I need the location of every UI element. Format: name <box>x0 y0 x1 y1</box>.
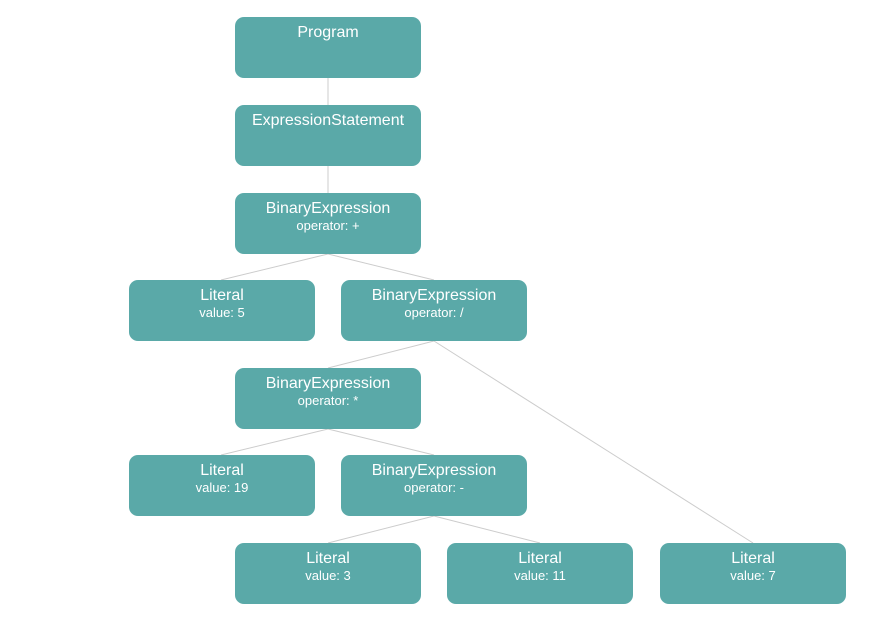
node-detail-label: value: 5 <box>199 305 245 320</box>
node-literal-7: Literal value: 7 <box>660 543 846 604</box>
node-literal-3: Literal value: 3 <box>235 543 421 604</box>
node-detail-label: operator: - <box>404 480 464 495</box>
node-program: Program <box>235 17 421 78</box>
node-type-label: ExpressionStatement <box>251 112 405 129</box>
node-literal-11: Literal value: 11 <box>447 543 633 604</box>
node-type-label: BinaryExpression <box>265 375 391 392</box>
node-binary-expression-multiply: BinaryExpression operator: * <box>235 368 421 429</box>
node-binary-expression-plus: BinaryExpression operator: + <box>235 193 421 254</box>
node-type-label: Literal <box>306 550 350 567</box>
edge-binminus-lit11 <box>433 515 541 544</box>
node-type-label: BinaryExpression <box>371 287 497 304</box>
node-detail-label: operator: / <box>404 305 464 320</box>
node-binary-expression-minus: BinaryExpression operator: - <box>341 455 527 516</box>
node-expression-statement: ExpressionStatement <box>235 105 421 166</box>
node-binary-expression-divide: BinaryExpression operator: / <box>341 280 527 341</box>
edge-bindiv-binmul <box>327 340 435 369</box>
edge-binplus-bindiv <box>327 253 435 281</box>
node-detail-label: operator: * <box>297 393 359 408</box>
node-detail-label: operator: + <box>296 218 360 233</box>
edge-bindiv-lit7 <box>433 340 754 544</box>
node-detail-label: value: 7 <box>730 568 776 583</box>
edge-binmul-binminus <box>327 428 435 456</box>
node-detail-label: value: 19 <box>195 480 249 495</box>
edge-binplus-lit5 <box>220 253 329 281</box>
node-type-label: Program <box>297 24 359 41</box>
node-type-label: Literal <box>518 550 562 567</box>
node-type-label: BinaryExpression <box>371 462 497 479</box>
node-literal-19: Literal value: 19 <box>129 455 315 516</box>
node-detail-label: value: 11 <box>514 568 566 583</box>
node-type-label: Literal <box>200 287 244 304</box>
edge-binminus-lit3 <box>327 515 435 544</box>
node-type-label: Literal <box>200 462 244 479</box>
node-literal-5: Literal value: 5 <box>129 280 315 341</box>
node-type-label: BinaryExpression <box>265 200 391 217</box>
node-detail-label: value: 3 <box>305 568 351 583</box>
node-type-label: Literal <box>731 550 775 567</box>
edge-binmul-lit19 <box>220 428 329 456</box>
